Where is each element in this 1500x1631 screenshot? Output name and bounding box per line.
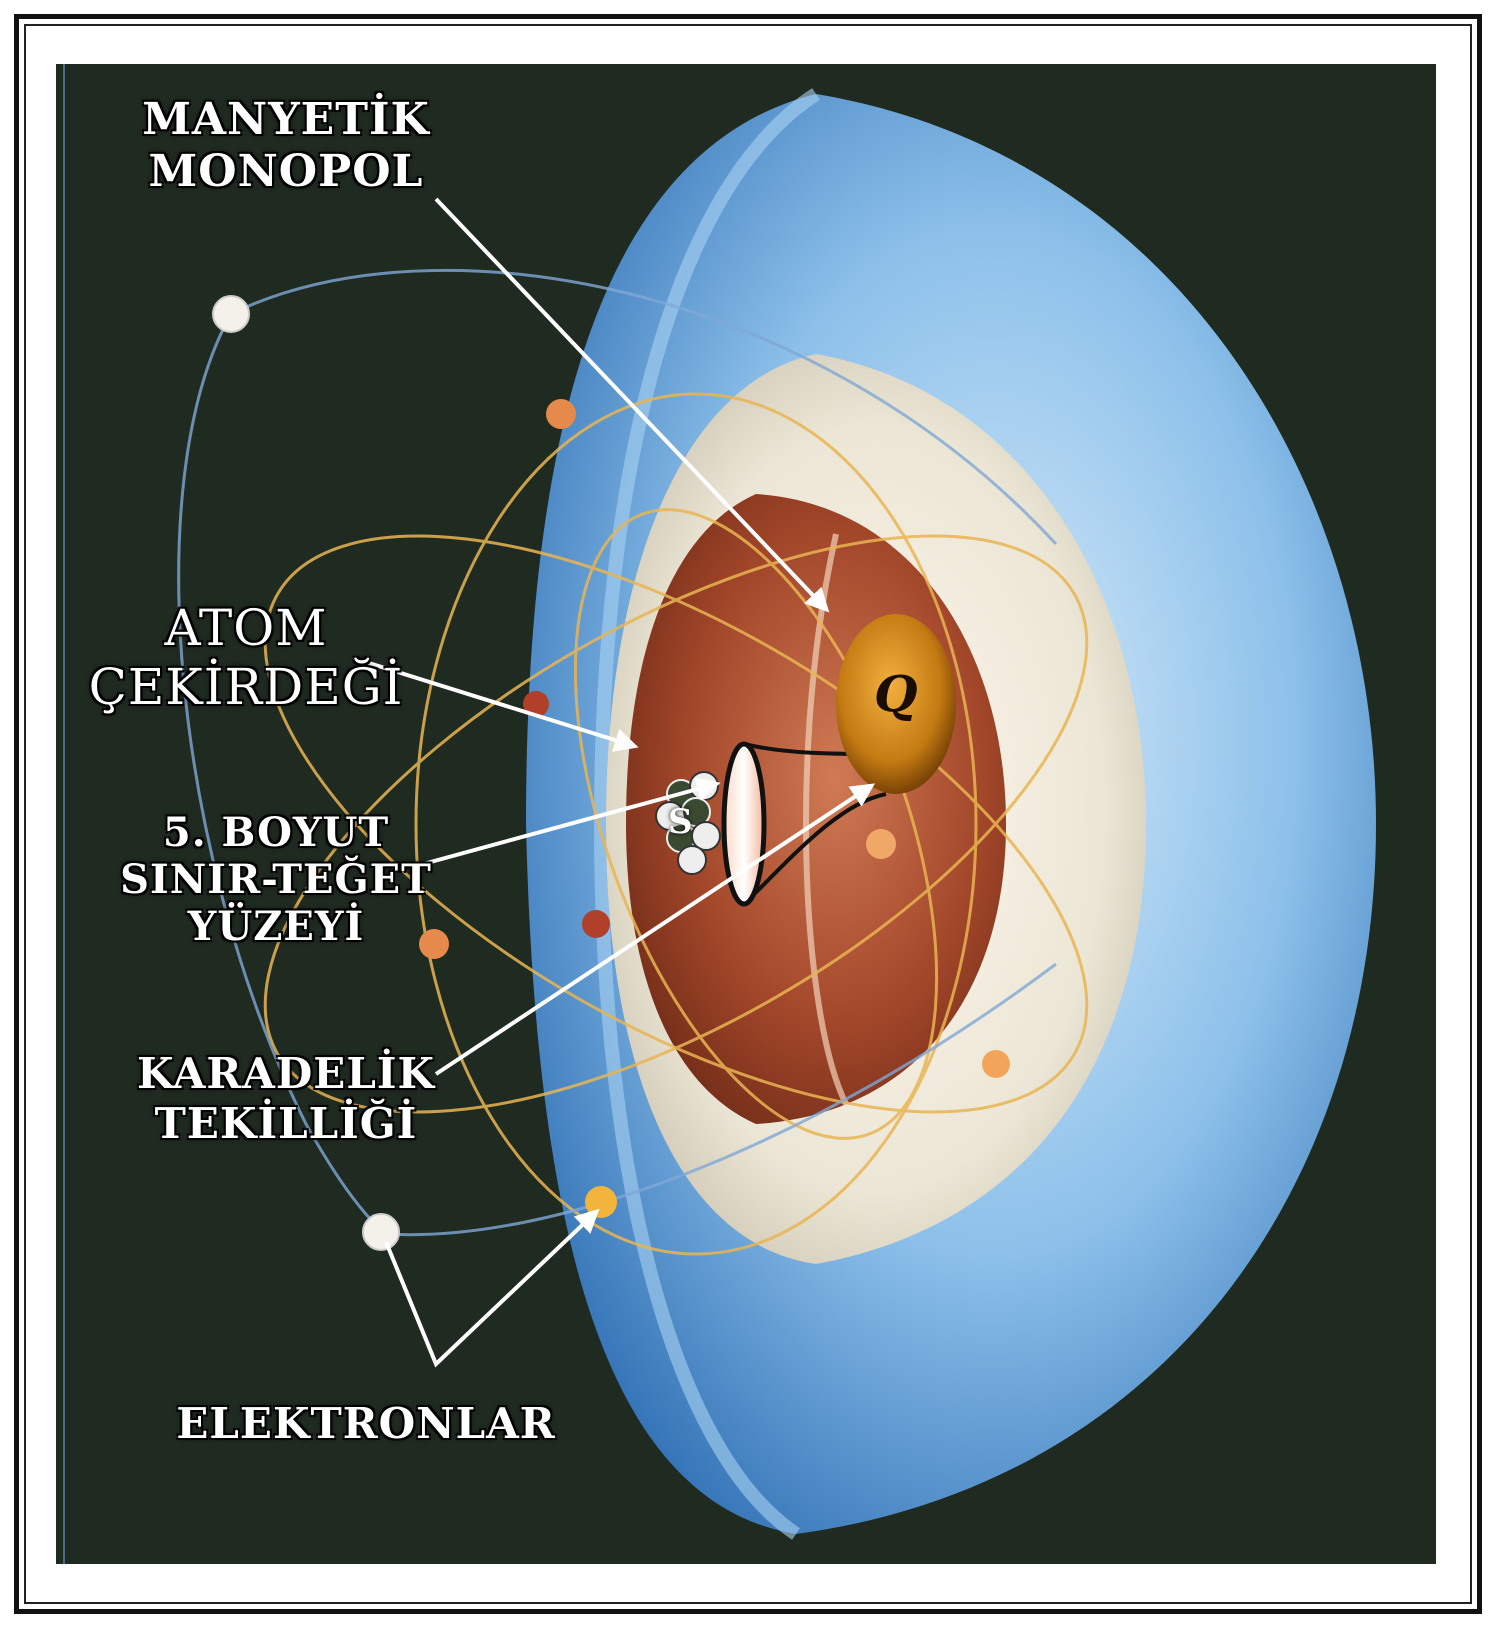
label-black-hole-singularity: KARADELİK TEKİLLİĞİ	[137, 1049, 435, 1148]
arrow-nucleus	[355, 657, 639, 752]
electron-8	[585, 1186, 617, 1218]
orbits	[263, 392, 1089, 1256]
diagram-scene: Q S MANYETİK MONOPOL ATOM ÇEKİRDEĞİ 5. B…	[56, 64, 1436, 1564]
electron-1	[212, 295, 250, 333]
outer-orbit-top	[230, 268, 1058, 546]
electron-9	[982, 1050, 1010, 1078]
inner-frame	[24, 24, 1472, 1604]
electron-2	[546, 399, 576, 429]
arrow-fifth-dimension	[415, 777, 721, 868]
outer-shell-rim	[593, 88, 820, 1540]
pointer-arrows	[355, 197, 876, 1368]
arrow-black-hole	[434, 783, 876, 1076]
electrons	[212, 295, 1010, 1251]
arrow-monopole	[434, 197, 830, 613]
label-magnetic-monopole: MANYETİK MONOPOL	[142, 94, 430, 197]
orbit-2	[263, 534, 1089, 1114]
arrow-electrons	[384, 1208, 600, 1368]
label-fifth-dimension: 5. BOYUT SINIR-TEĞET YÜZEYİ	[120, 809, 432, 951]
label-atom-nucleus: ATOM ÇEKİRDEĞİ	[88, 599, 404, 716]
electron-7	[362, 1213, 400, 1251]
atom-diagram	[63, 64, 1376, 1564]
singularity-symbol: S	[668, 802, 693, 842]
outer-orbit-left	[177, 313, 387, 1236]
orbit-3	[414, 392, 978, 1256]
magnetic-monopole	[836, 614, 956, 794]
core-cut-face	[802, 533, 849, 1106]
outer-orbit-bottom	[385, 962, 1057, 1237]
outer-orbits	[177, 268, 1058, 1237]
label-electrons: ELEKTRONLAR	[176, 1399, 556, 1448]
monopole-symbol: Q	[874, 664, 918, 723]
electron-6	[866, 829, 896, 859]
electron-4	[582, 910, 610, 938]
electron-5	[523, 691, 549, 717]
electron-3	[419, 929, 449, 959]
